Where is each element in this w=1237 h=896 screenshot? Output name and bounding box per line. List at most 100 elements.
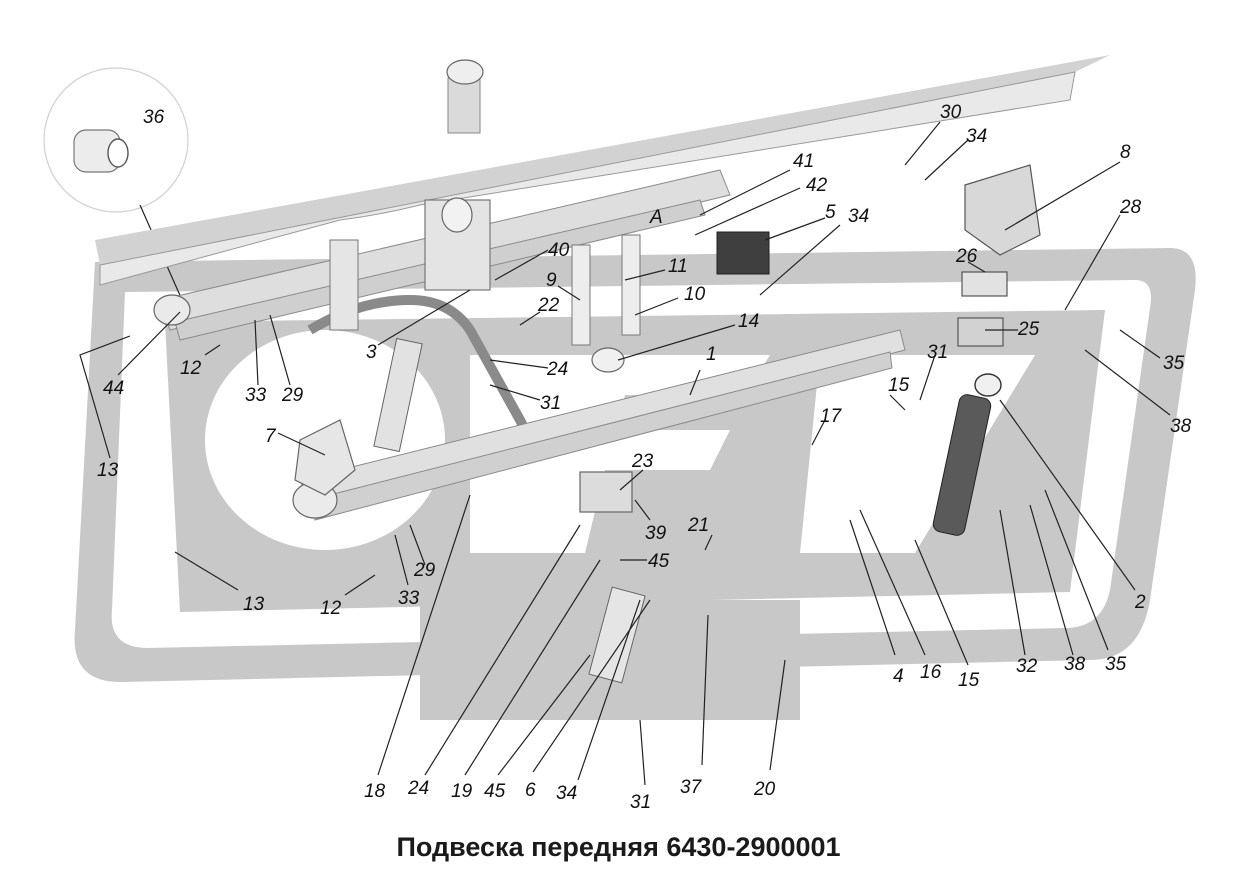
- shock-absorber-group: [373, 164, 1041, 684]
- leader-28: [1064, 214, 1121, 311]
- leader-2: [999, 399, 1136, 591]
- callout-6: 6: [525, 780, 536, 801]
- callout-29a: 29: [281, 385, 304, 406]
- callout-14: 14: [738, 311, 759, 332]
- callout-45b: 45: [484, 781, 506, 802]
- frame-bracket-head: [446, 59, 484, 85]
- callout-29b: 29: [413, 560, 436, 581]
- leader-19: [464, 559, 601, 776]
- leader-7: [277, 432, 326, 456]
- callout-17: 17: [820, 406, 843, 427]
- lower-spring-assembly: [292, 231, 906, 521]
- u-bolt-right: [621, 234, 641, 336]
- leader-1: [689, 369, 701, 396]
- callout-23: 23: [631, 451, 654, 472]
- upper-spring-assembly: [153, 169, 731, 463]
- leader-39: [634, 499, 651, 521]
- callout-21: 21: [687, 515, 709, 536]
- leader-35b: [1044, 489, 1109, 651]
- callout-4: 4: [893, 666, 904, 687]
- leader-34b: [759, 224, 841, 296]
- leader-13b: [174, 551, 239, 591]
- callout-31c: 31: [630, 792, 651, 813]
- leader-35a: [1119, 329, 1161, 359]
- callout-15b: 15: [958, 670, 980, 691]
- leader-12a: [204, 344, 221, 356]
- leader-34c: [577, 599, 641, 781]
- callout-labels: 1 2 3 4 5 6 7 8 9 10 11 12 12 13 13 14 1…: [97, 102, 1192, 813]
- leader-29a: [269, 314, 291, 386]
- callout-7: 7: [265, 426, 277, 447]
- leader-23: [619, 469, 644, 491]
- leader-14: [617, 324, 736, 361]
- leader-26: [967, 261, 986, 273]
- leader-30: [904, 121, 941, 166]
- callout-42: 42: [806, 175, 828, 196]
- leader-24a: [489, 359, 549, 369]
- leader-38a: [1084, 349, 1171, 416]
- leader-5: [764, 217, 826, 241]
- leader-41: [699, 169, 791, 216]
- leader-15a: [889, 394, 906, 411]
- leader-21: [704, 534, 713, 551]
- leader-12b: [344, 574, 376, 596]
- frame-rail-top: [95, 55, 1110, 265]
- callout-31a: 31: [540, 393, 561, 414]
- leader-44: [117, 311, 181, 376]
- callout-10: 10: [684, 284, 706, 305]
- rear-bracket: [964, 164, 1041, 256]
- front-shock-link: [373, 337, 423, 453]
- leader-33a: [254, 319, 259, 386]
- callout-12a: 12: [180, 358, 202, 379]
- callout-2: 2: [1134, 592, 1146, 613]
- leader-10: [634, 297, 679, 316]
- callout-15a: 15: [888, 375, 910, 396]
- callout-16: 16: [920, 662, 942, 683]
- callout-37: 37: [680, 777, 703, 798]
- detail-marker-a: A: [649, 207, 663, 228]
- callout-3: 3: [366, 342, 377, 363]
- callout-22: 22: [537, 295, 560, 316]
- leader-8: [1004, 161, 1121, 231]
- bump-stop-block: [579, 471, 633, 513]
- callout-33a: 33: [245, 385, 267, 406]
- leader-16: [859, 509, 926, 656]
- callout-9: 9: [546, 270, 557, 291]
- leader-40: [494, 249, 549, 281]
- callout-8: 8: [1120, 142, 1131, 163]
- leader-31b: [919, 354, 936, 401]
- leader-29b: [409, 524, 426, 566]
- callout-32: 32: [1016, 656, 1038, 677]
- leader-38b: [1029, 504, 1074, 656]
- callout-40: 40: [548, 240, 570, 261]
- rear-slider: [961, 271, 1008, 297]
- callout-34a: 34: [966, 126, 987, 147]
- leader-42: [694, 187, 801, 236]
- callout-28: 28: [1119, 197, 1142, 218]
- leader-4: [849, 519, 896, 656]
- stabilizer-link: [329, 239, 359, 331]
- callout-24a: 24: [546, 359, 568, 380]
- leader-37: [701, 614, 709, 766]
- callout-39: 39: [645, 523, 667, 544]
- callout-31b: 31: [927, 342, 948, 363]
- leader-24b: [424, 524, 581, 776]
- leader-13a: [79, 335, 131, 459]
- leader-32: [999, 509, 1026, 656]
- frame-rail-body: [99, 71, 1076, 286]
- callout-35b: 35: [1105, 654, 1127, 675]
- leader-31a: [489, 384, 541, 401]
- lower-shock-link: [588, 586, 646, 684]
- callout-13a: 13: [97, 460, 119, 481]
- callout-44: 44: [103, 378, 124, 399]
- leader-18: [377, 494, 471, 776]
- spring-pad: [591, 347, 625, 373]
- callout-1: 1: [706, 344, 717, 365]
- detail-inset: [43, 67, 191, 319]
- callout-26: 26: [955, 246, 978, 267]
- leader-3: [377, 289, 471, 346]
- shock-absorber: [932, 394, 992, 536]
- leader-45b: [497, 654, 591, 776]
- callout-34b: 34: [848, 206, 869, 227]
- callout-41: 41: [793, 151, 814, 172]
